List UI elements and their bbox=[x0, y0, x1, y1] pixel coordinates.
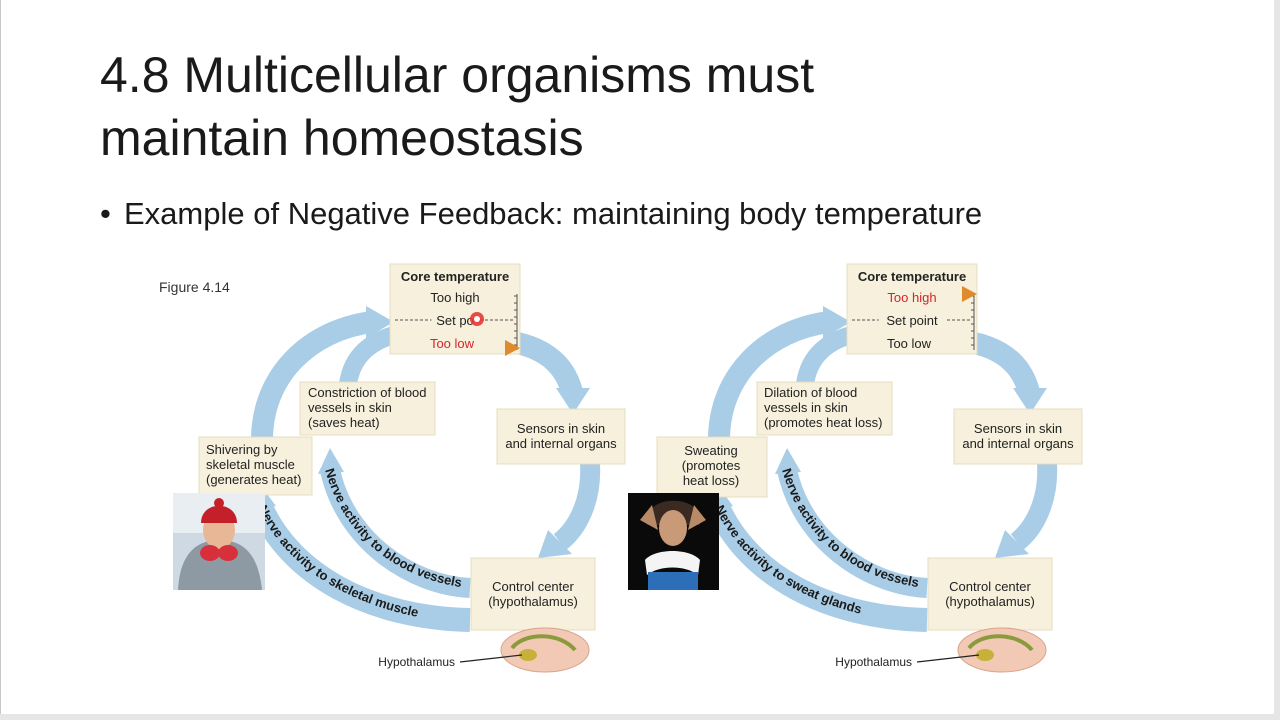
red-mitten-icon bbox=[218, 545, 238, 561]
white-towel-icon bbox=[645, 551, 700, 575]
control-center-box bbox=[470, 557, 596, 631]
arrow-control-to-inner bbox=[320, 467, 471, 598]
sensors-label: and internal organs bbox=[505, 436, 617, 451]
arrow-outer-to-core bbox=[251, 311, 374, 441]
arrow-head bbox=[366, 306, 394, 338]
shivering-label: (generates heat) bbox=[206, 472, 301, 487]
arrow-sensors-to-control bbox=[1010, 463, 1058, 550]
hypothalamus-highlight bbox=[976, 649, 994, 661]
core-temperature-heading: Core temperature bbox=[401, 269, 509, 284]
dilation-label: Dilation of blood bbox=[764, 385, 857, 400]
temperature-pointer-icon bbox=[962, 286, 977, 302]
set-point-label: Set po bbox=[436, 313, 474, 328]
bullet-item: • Example of Negative Feedback: maintaini… bbox=[100, 196, 982, 232]
set-point-label-bg bbox=[431, 311, 479, 327]
bullet-dot: • bbox=[100, 196, 111, 231]
arrow-head bbox=[823, 306, 851, 338]
set-point-label-bg bbox=[878, 311, 946, 327]
constriction-box bbox=[299, 381, 436, 436]
hypothalamus-label: Hypothalamus bbox=[835, 655, 912, 669]
control-center-box bbox=[927, 557, 1053, 631]
core-temperature-box bbox=[389, 263, 521, 355]
sweating-label: heat loss) bbox=[683, 473, 739, 488]
cursor-marker-center bbox=[474, 316, 480, 322]
arrow-head bbox=[775, 448, 801, 474]
cold-person-jacket bbox=[178, 540, 262, 590]
raised-arm bbox=[688, 505, 706, 530]
red-hat-icon bbox=[201, 505, 237, 523]
arrow-head bbox=[318, 448, 344, 474]
hypothalamus-leader-line bbox=[459, 654, 523, 663]
sweating-person-face bbox=[659, 510, 687, 546]
set-point-label: Set point bbox=[886, 313, 938, 328]
hypothalamus-leader-line bbox=[916, 654, 980, 663]
sensors-label: and internal organs bbox=[962, 436, 1074, 451]
red-mitten-icon bbox=[200, 545, 220, 561]
arrow-head bbox=[538, 530, 572, 558]
control-center-label: (hypothalamus) bbox=[488, 594, 578, 609]
dilation-label: vessels in skin bbox=[764, 400, 848, 415]
dilation-label: (promotes heat loss) bbox=[764, 415, 883, 430]
sweating-label: Sweating bbox=[684, 443, 737, 458]
too-low-label: Too low bbox=[430, 336, 475, 351]
temperature-pointer-icon bbox=[505, 340, 520, 356]
sensors-box bbox=[496, 408, 626, 465]
arrow-head bbox=[556, 388, 590, 414]
sensors-label: Sensors in skin bbox=[517, 421, 605, 436]
title-line: 4.8 Multicellular organisms must bbox=[100, 47, 815, 103]
arrow-head bbox=[1013, 388, 1047, 414]
dilation-box bbox=[756, 381, 893, 436]
core-temperature-heading: Core temperature bbox=[858, 269, 966, 284]
brain-detail bbox=[510, 634, 577, 652]
constriction-label: Constriction of blood bbox=[308, 385, 427, 400]
shivering-label: skeletal muscle bbox=[206, 457, 295, 472]
arrow-head bbox=[995, 530, 1029, 558]
arrow-control-to-inner bbox=[777, 467, 928, 598]
control-center-label: Control center bbox=[949, 579, 1031, 594]
constriction-label: (saves heat) bbox=[308, 415, 380, 430]
slide-edge bbox=[1274, 0, 1280, 720]
bullet-text: Example of Negative Feedback: maintainin… bbox=[124, 196, 983, 231]
arrow-outer-to-core bbox=[708, 311, 831, 441]
hat-pompom bbox=[214, 498, 224, 508]
hypothalamus-label: Hypothalamus bbox=[378, 655, 455, 669]
shivering-box bbox=[198, 436, 313, 496]
sensors-label: Sensors in skin bbox=[974, 421, 1062, 436]
slide-edge bbox=[0, 0, 1, 720]
too-low-label: Too low bbox=[887, 336, 932, 351]
sweating-label: (promotes bbox=[682, 458, 741, 473]
core-temperature-box bbox=[846, 263, 978, 355]
control-center-label: (hypothalamus) bbox=[945, 594, 1035, 609]
raised-arm bbox=[640, 505, 658, 530]
brain-detail bbox=[967, 634, 1034, 652]
figure-label: Figure 4.14 bbox=[159, 279, 230, 295]
sweating-box bbox=[656, 436, 768, 498]
arrow-control-to-outer bbox=[248, 499, 471, 632]
arrow-sensors-to-control bbox=[553, 463, 601, 550]
constriction-label: vessels in skin bbox=[308, 400, 392, 415]
shivering-label: Shivering by bbox=[206, 442, 278, 457]
slide-title: 4.8 Multicellular organisms must maintai… bbox=[100, 44, 1100, 170]
slide-edge bbox=[0, 714, 1280, 720]
arrow-control-to-outer bbox=[705, 499, 928, 632]
title-line: maintain homeostasis bbox=[100, 110, 584, 166]
too-high-label: Too high bbox=[887, 290, 936, 305]
blue-top bbox=[648, 572, 698, 590]
too-high-label: Too high bbox=[430, 290, 479, 305]
hypothalamus-highlight bbox=[519, 649, 537, 661]
sensors-box bbox=[953, 408, 1083, 465]
control-center-label: Control center bbox=[492, 579, 574, 594]
